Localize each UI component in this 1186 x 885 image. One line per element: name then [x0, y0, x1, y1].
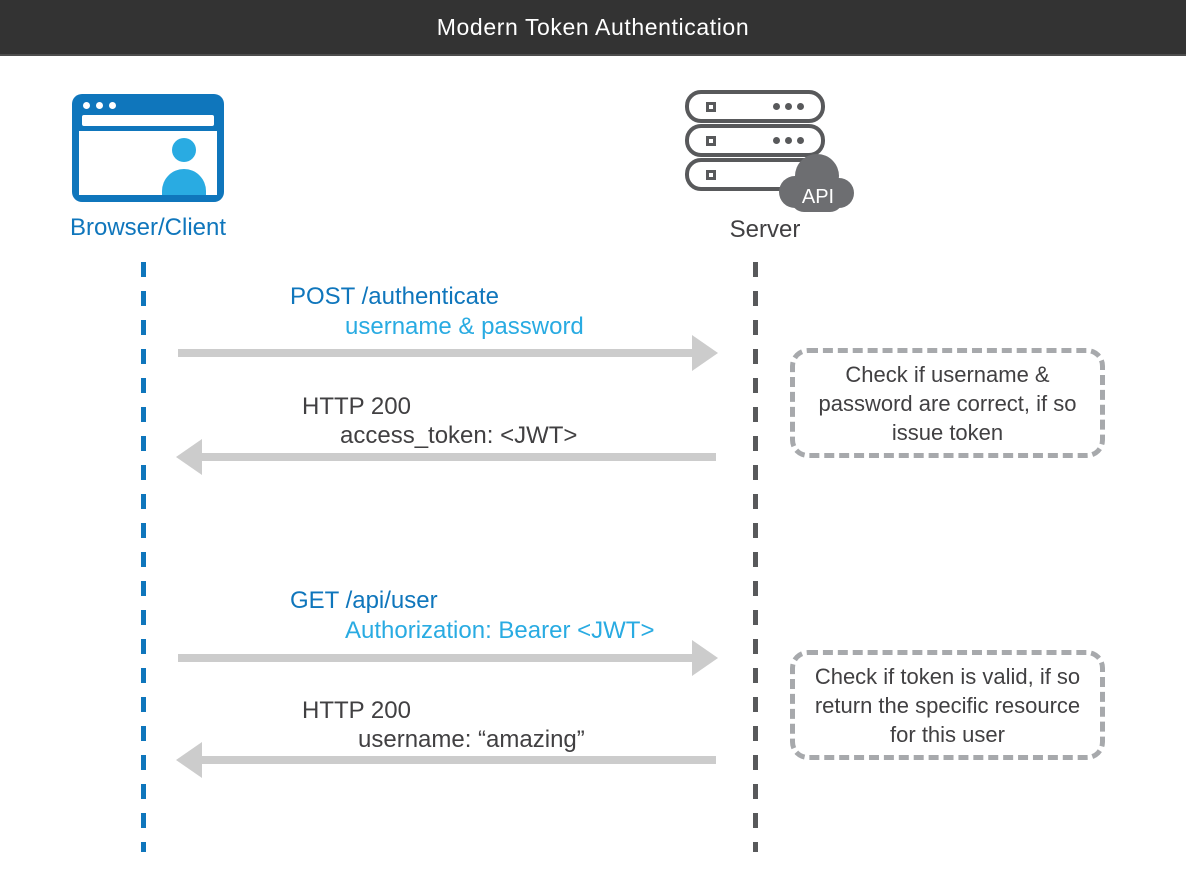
- request-arrow-1: [178, 335, 718, 371]
- server-dots-icon: [773, 137, 804, 144]
- api-badge-label: API: [802, 186, 834, 208]
- server-lifeline: [753, 262, 758, 852]
- browser-icon: [72, 94, 224, 202]
- page-title: Modern Token Authentication: [436, 13, 750, 40]
- browser-dot-icon: [96, 102, 103, 109]
- arrow-head-icon: [692, 335, 718, 371]
- browser-dot-icon: [83, 102, 90, 109]
- message-1-detail: username & password: [345, 313, 584, 340]
- message-3-detail: Authorization: Bearer <JWT>: [345, 617, 655, 644]
- arrow-shaft: [200, 453, 716, 461]
- browser-dot-icon: [109, 102, 116, 109]
- arrow-shaft: [200, 756, 716, 764]
- client-actor-label: Browser/Client: [69, 214, 227, 241]
- user-avatar-icon: [172, 138, 196, 162]
- browser-content: [79, 131, 217, 195]
- response-arrow-2: [176, 742, 716, 778]
- user-avatar-icon: [162, 169, 206, 195]
- server-note-1: Check if username & password are correct…: [790, 348, 1105, 458]
- title-bar: Modern Token Authentication: [0, 0, 1186, 56]
- arrow-head-icon: [176, 742, 202, 778]
- server-led-icon: [706, 101, 716, 112]
- server-icon: API: [685, 90, 854, 212]
- server-led-icon: [706, 169, 716, 180]
- message-3-method: GET /api/user: [290, 587, 438, 614]
- server-rack-row: [685, 90, 825, 123]
- address-bar-icon: [82, 115, 214, 126]
- message-4-method: HTTP 200: [302, 697, 411, 724]
- arrow-head-icon: [692, 640, 718, 676]
- server-actor-label: Server: [729, 216, 801, 243]
- message-2-method: HTTP 200: [302, 393, 411, 420]
- response-arrow-1: [176, 439, 716, 475]
- server-led-icon: [706, 135, 716, 146]
- server-note-2: Check if token is valid, if so return th…: [790, 650, 1105, 760]
- message-2-detail: access_token: <JWT>: [340, 422, 578, 449]
- client-lifeline: [141, 262, 146, 852]
- message-4-detail: username: “amazing”: [358, 726, 585, 753]
- server-rack-row: [685, 124, 825, 157]
- server-dots-icon: [773, 103, 804, 110]
- arrow-head-icon: [176, 439, 202, 475]
- arrow-shaft: [178, 654, 694, 662]
- message-1-method: POST /authenticate: [290, 283, 500, 310]
- arrow-shaft: [178, 349, 694, 357]
- api-cloud-icon: API: [779, 154, 854, 212]
- request-arrow-2: [178, 640, 718, 676]
